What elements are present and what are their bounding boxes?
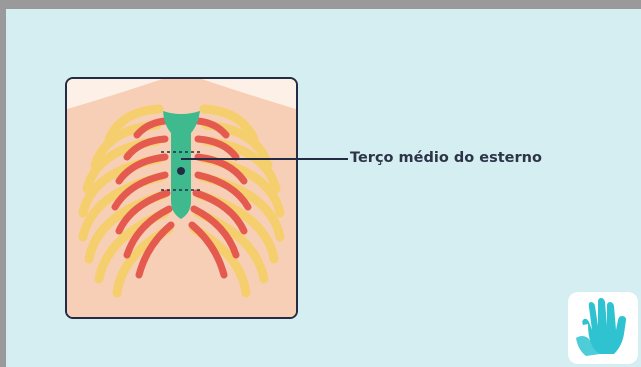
leader-line — [6, 9, 641, 367]
hand-icon — [574, 298, 632, 358]
slide-canvas: Terço médio do esterno — [6, 9, 641, 367]
cpr-hand-badge — [568, 292, 638, 364]
sternum-label: Terço médio do esterno — [350, 150, 542, 166]
